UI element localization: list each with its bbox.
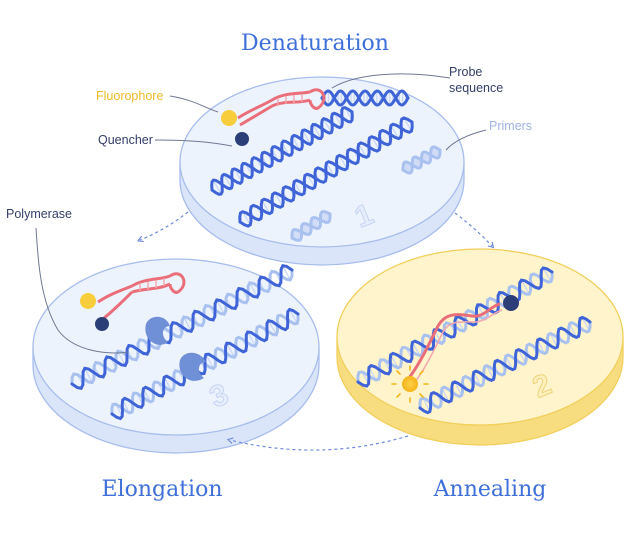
label-polymerase: Polymerase [6,207,72,221]
probe-annealing [391,295,519,403]
label-quencher: Quencher [98,133,153,147]
title-annealing: Annealing [433,477,547,502]
leader-lines [35,73,487,354]
fluorophore-dot [221,110,237,126]
disk-elongation [32,258,320,454]
cycle-arrow-3 [226,435,409,451]
fluorophore-glow-icon [391,365,429,403]
dna-strand-elo-1 [70,264,294,390]
dna-strand-den-1 [210,106,354,196]
label-probe-line1: Probe [449,65,482,79]
dna-primer-den-1 [401,145,442,175]
quencher-dot-elongation [95,317,109,331]
dna-strand-elo-2 [110,307,300,421]
dna-primer-den-2 [290,210,332,242]
label-primers: Primers [489,119,532,133]
polymerase-shape-1 [145,316,170,345]
cycle-arrow-2 [454,212,495,249]
dna-layer [70,89,592,421]
label-probe-line2: sequence [449,81,503,95]
dna-strand-ann-2 [418,315,592,415]
disk-annealing [336,248,624,446]
dna-strand-den-2 [238,116,414,228]
cycle-arrow-1 [136,211,189,243]
fluorophore-dot-elongation [80,293,96,309]
title-elongation: Elongation [102,477,223,502]
quencher-dot [235,132,249,146]
label-fluorophore: Fluorophore [96,89,163,103]
dna-probe-seq [320,89,410,107]
title-denaturation: Denaturation [241,31,389,56]
polymerase-shape-2 [179,352,206,381]
quencher-dot-annealing [503,295,519,311]
dna-strand-ann-1 [356,266,554,388]
probe-denaturation [221,88,326,146]
probe-elongation [80,272,186,331]
